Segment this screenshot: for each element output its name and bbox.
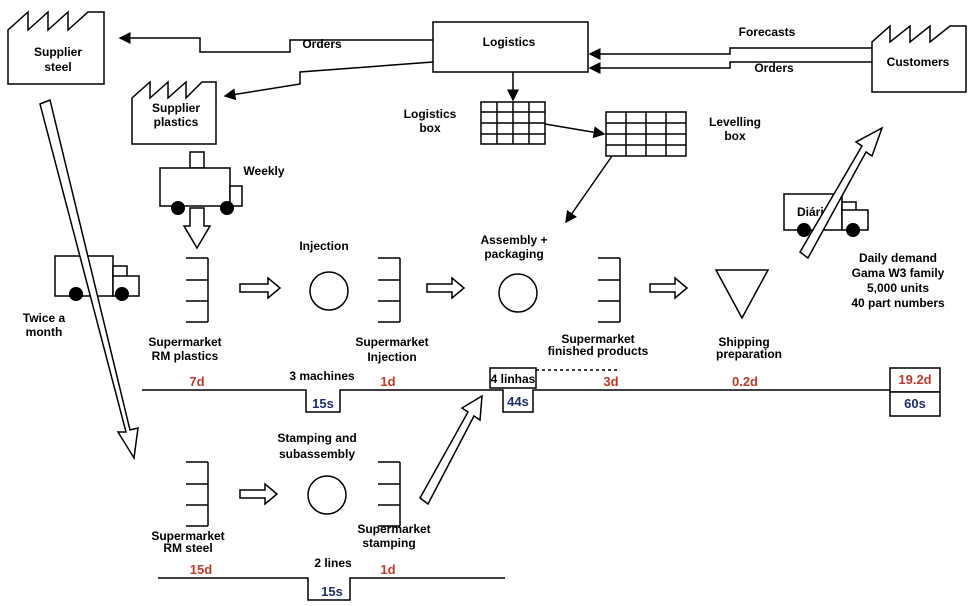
- supplier-steel-factory-icon: [7, 10, 105, 85]
- logistics-box-label-1: Logistics: [404, 107, 457, 121]
- supermarket-rm-steel-icon: [186, 461, 209, 527]
- shipping-label-2: preparation: [716, 347, 782, 361]
- supermarket-injection-icon: [378, 257, 401, 323]
- push-arrow-3: [649, 276, 689, 300]
- supplier-steel-label-1: Supplier: [34, 45, 82, 59]
- weekly-truck-icon: [159, 151, 243, 215]
- supplier-plastics-label-1: Supplier: [152, 101, 200, 115]
- levelling-box-label-1: Levelling: [709, 115, 761, 129]
- forecasts-arrow: [588, 47, 872, 60]
- timeline-top-total-cycle: 60s: [904, 396, 926, 411]
- timeline-top-days-2: 1d: [380, 374, 395, 389]
- timeline-top-cycle-1: 15s: [312, 396, 334, 411]
- timeline-bottom-cycle-1: 15s: [321, 584, 343, 599]
- supplier-plastics-label-2: plastics: [154, 115, 199, 129]
- three-machines-label: 3 machines: [289, 369, 355, 383]
- sm-finished-label-2: finished products: [548, 344, 649, 358]
- customer-shipment-arrow: [799, 126, 884, 260]
- levelling-box-grid-icon: [605, 111, 687, 157]
- daily-demand-label-1: Daily demand: [859, 251, 937, 265]
- levelling-to-assembly-arrow: [565, 155, 613, 224]
- supplier-steel-label-2: steel: [44, 60, 71, 74]
- forecasts-label: Forecasts: [739, 25, 796, 39]
- shipping-triangle-icon: [714, 269, 770, 320]
- stamping-label-2: subassembly: [279, 447, 355, 461]
- sm-rm-steel-label-2: RM steel: [163, 541, 212, 555]
- assembly-label-1: Assembly +: [480, 233, 547, 247]
- timeline-top-total-days: 19.2d: [898, 372, 931, 387]
- levelling-box-label-2: box: [724, 129, 746, 143]
- logistics-box-label-2: box: [419, 121, 441, 135]
- injection-process-circle: [309, 271, 349, 311]
- stamping-process-circle: [307, 475, 347, 515]
- daily-demand-label-3: 5,000 units: [867, 281, 929, 295]
- push-arrow-4: [239, 482, 279, 506]
- sm-stamping-label-2: stamping: [362, 536, 415, 550]
- sm-stamping-label-1: Supermarket: [357, 522, 430, 536]
- four-linhas-box: [489, 367, 537, 389]
- sm-rm-plastics-label-2: RM plastics: [152, 349, 219, 363]
- logistics-process-box: [432, 21, 589, 73]
- grid-to-levelling-arrow: [544, 123, 606, 139]
- timeline-bottom-days-1: 15d: [190, 562, 212, 577]
- shipping-label-1: Shipping: [718, 335, 769, 349]
- twice-label-2: month: [26, 325, 63, 339]
- customers-label: Customers: [887, 55, 950, 69]
- four-linhas-label: 4 linhas: [491, 372, 536, 386]
- orders-right-label: Orders: [754, 61, 794, 75]
- push-arrow-1: [239, 276, 282, 300]
- plastics-push-arrow: [182, 207, 212, 250]
- two-lines-label: 2 lines: [314, 556, 352, 570]
- assembly-process-circle: [498, 273, 538, 313]
- push-arrow-2: [426, 276, 466, 300]
- sm-injection-label-1: Supermarket: [355, 335, 428, 349]
- supplier-plastics-factory-icon: [131, 80, 217, 145]
- injection-label: Injection: [299, 239, 348, 253]
- daily-demand-label-2: Gama W3 family: [852, 266, 945, 280]
- assembly-label-2: packaging: [484, 247, 543, 261]
- timeline-top-cycle-2: 44s: [507, 394, 529, 409]
- twice-label-1: Twice a: [23, 311, 66, 325]
- orders-left-label: Orders: [302, 37, 342, 51]
- sm-rm-plastics-label-1: Supermarket: [148, 335, 221, 349]
- steel-shipment-arrow: [39, 98, 139, 461]
- sm-injection-label-2: Injection: [367, 350, 416, 364]
- orders-to-plastics-arrow: [223, 61, 434, 101]
- customers-factory-icon: [871, 24, 967, 93]
- timeline-bottom-line: [158, 577, 505, 601]
- logistics-label: Logistics: [483, 35, 536, 49]
- timeline-top-days-4: 0.2d: [732, 374, 758, 389]
- timeline-top-line: [142, 389, 890, 413]
- orders-to-steel-arrow: [118, 32, 433, 53]
- total-cycle-box: [889, 391, 941, 417]
- daily-demand-label-4: 40 part numbers: [851, 296, 945, 310]
- timeline-top-days-3: 3d: [603, 374, 618, 389]
- supermarket-rm-plastics-icon: [186, 257, 209, 323]
- timeline-bottom-days-2: 1d: [380, 562, 395, 577]
- sm-finished-label-1: Supermarket: [561, 332, 634, 346]
- orders-from-customers-arrow: [588, 61, 872, 74]
- logistics-box-grid-icon: [480, 101, 546, 145]
- timeline-top-days-1: 7d: [189, 374, 204, 389]
- supermarket-stamping-icon: [378, 461, 401, 527]
- sm-rm-steel-label-1: Supermarket: [151, 529, 224, 543]
- stamping-label-1: Stamping and: [277, 431, 356, 445]
- stamping-to-assembly-arrow: [419, 394, 483, 506]
- supermarket-finished-icon: [598, 257, 621, 323]
- weekly-label: Weekly: [243, 164, 284, 178]
